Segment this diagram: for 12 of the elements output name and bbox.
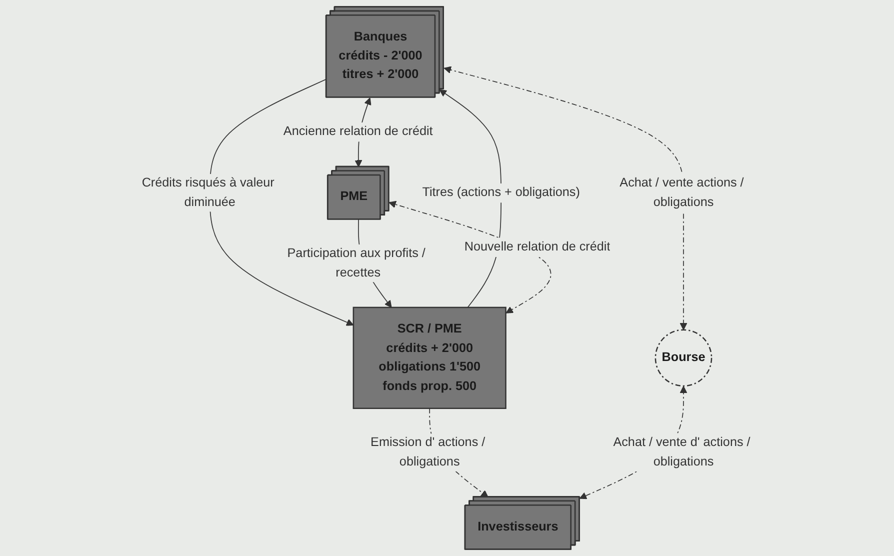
- arrow: [210, 78, 354, 326]
- edge-label: Crédits risqués à valeur diminuée: [142, 176, 275, 209]
- edge-label: Achat / vente actions / obligations: [620, 176, 744, 209]
- node-circle: Bourse: [655, 329, 712, 387]
- arrow: [444, 66, 688, 330]
- node-box: SCR / PME crédits + 2'000 obligations 1'500 fonds prop. 500: [353, 306, 507, 409]
- edge-label: Titres (actions + obligations): [422, 185, 580, 200]
- edge-label: Ancienne relation de crédit: [284, 124, 434, 138]
- edge-label: Achat / vente d' actions / obligations: [614, 435, 751, 469]
- edge-label: Emission d' actions / obligations: [370, 435, 486, 469]
- edge-label: Nouvelle relation de crédit: [464, 239, 611, 254]
- edge-label: Participation aux profits / recettes: [288, 246, 426, 280]
